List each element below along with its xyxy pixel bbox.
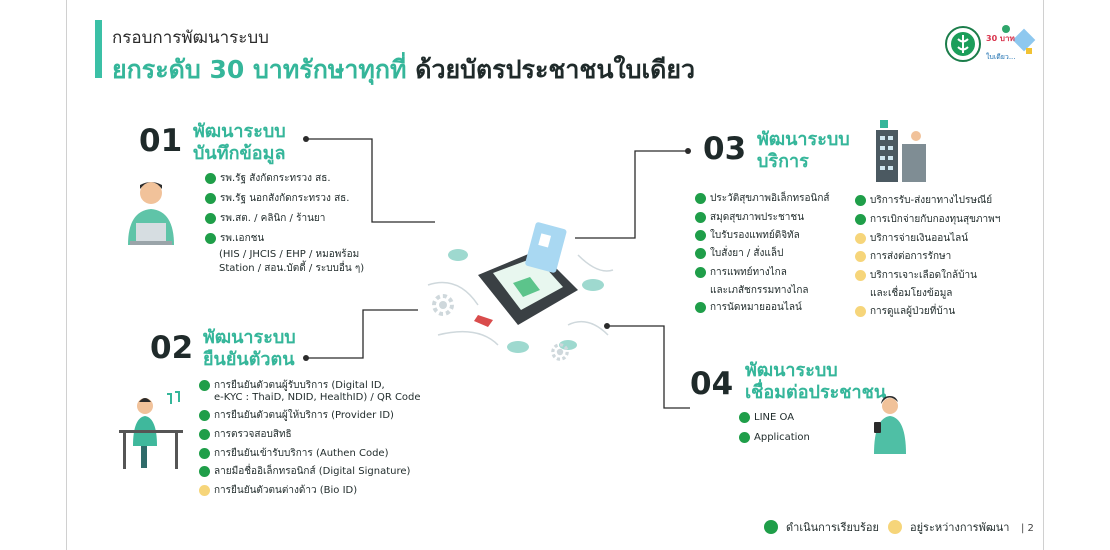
status-done-dot: [695, 193, 706, 204]
status-progress-dot: [855, 251, 866, 262]
page-subtitle: กรอบการพัฒนาระบบ: [112, 28, 269, 48]
page-title-rest: ด้วยบัตรประชาชนใบเดียว: [406, 55, 696, 84]
section-03-title-line2: บริการ: [757, 151, 809, 172]
connector-03: [575, 150, 688, 239]
status-done-dot: [205, 173, 216, 184]
status-progress-dot: [199, 485, 210, 496]
page-title: ยกระดับ 30 บาทรักษาทุกที่ ด้วยบัตรประชาช…: [112, 50, 695, 90]
gear-icon: [428, 290, 458, 324]
status-done-dot: [199, 380, 210, 391]
list-item: บริการจ่ายเงินออนไลน์: [855, 231, 968, 246]
section-04-number: 04: [690, 366, 734, 402]
status-done-dot: [205, 233, 216, 244]
status-done-dot: [205, 213, 216, 224]
list-item: และเชื่อมโยงข้อมูล: [870, 288, 953, 299]
list-item: การยืนยันตัวตนต่างด้าว (Bio ID): [199, 483, 357, 498]
list-item: สมุดสุขภาพประชาชน: [695, 210, 804, 225]
connector-01: [306, 138, 435, 223]
list-item: ใบสั่งยา / สั่งแล็ป: [695, 246, 783, 261]
list-item: บริการรับ-ส่งยาทางไปรษณีย์: [855, 193, 992, 208]
section-03-number: 03: [703, 131, 747, 167]
connector-04b: [607, 325, 665, 350]
section-02-number: 02: [150, 330, 194, 366]
section-04-title-line1: พัฒนาระบบ: [745, 360, 838, 381]
list-item: การดูแลผู้ป่วยที่บ้าน: [855, 304, 955, 319]
list-item: การยืนยันตัวตนผู้ให้บริการ (Provider ID): [199, 408, 394, 423]
section-01-note-line1: (HIS / JHCIS / EHP / หมอพร้อม: [219, 249, 360, 260]
person-phone-icon: [866, 392, 912, 458]
list-item: การแพทย์ทางไกล: [695, 265, 787, 280]
slide-left-edge: [66, 0, 67, 550]
status-done-dot: [199, 466, 210, 477]
ministry-logo-icon: [945, 26, 981, 66]
list-item: การยืนยันตัวตนผู้รับบริการ (Digital ID,: [199, 378, 385, 393]
title-accent-bar: [95, 20, 102, 78]
legend-progress: อยู่ระหว่างการพัฒนา: [888, 518, 1009, 536]
page-number: | 2: [1021, 523, 1034, 534]
section-01-note: (HIS / JHCIS / EHP / หมอพร้อม Station / …: [219, 248, 364, 276]
list-item: การส่งต่อการรักษา: [855, 249, 951, 264]
section-02-title: พัฒนาระบบ ยืนยันตัวตน: [203, 327, 296, 371]
list-item: การเบิกจ่ายกับกองทุนสุขภาพฯ: [855, 212, 1000, 227]
section-02-title-line2: ยืนยันตัวตน: [203, 349, 295, 370]
status-done-dot: [199, 410, 210, 421]
status-done-dot: [855, 214, 866, 225]
list-item: การตรวจสอบสิทธิ: [199, 427, 292, 442]
section-03-title-line1: พัฒนาระบบ: [757, 129, 850, 150]
status-done-dot: [739, 412, 750, 423]
section-04-title-line2: เชื่อมต่อประชาชน: [745, 382, 887, 403]
status-done-dot: [199, 448, 210, 459]
section-02-title-line1: พัฒนาระบบ: [203, 327, 296, 348]
section-01-number: 01: [139, 123, 183, 159]
list-item: รพ.รัฐ สังกัดกระทรวง สธ.: [205, 171, 331, 186]
status-done-dot: [695, 212, 706, 223]
person-laptop-icon: [120, 175, 182, 251]
list-item: LINE OA: [739, 412, 794, 423]
section-01-title-line1: พัฒนาระบบ: [193, 121, 286, 142]
person-desk-icon: [115, 390, 187, 476]
list-item: การนัดหมายออนไลน์: [695, 300, 802, 315]
status-done-dot: [695, 230, 706, 241]
section-01-title-line2: บันทึกข้อมูล: [193, 143, 286, 164]
status-done-dot: [695, 248, 706, 259]
status-progress-dot: [855, 270, 866, 281]
page-title-highlight: ยกระดับ 30 บาทรักษาทุกที่: [112, 55, 407, 84]
status-done-dot: [695, 267, 706, 278]
legend-done-dot: [764, 520, 778, 534]
status-done-dot: [199, 429, 210, 440]
list-item: รพ.สต. / คลินิก / ร้านยา: [205, 211, 325, 226]
list-item: การยืนยันเข้ารับบริการ (Authen Code): [199, 446, 388, 461]
status-progress-dot: [855, 233, 866, 244]
section-01-title: พัฒนาระบบ บันทึกข้อมูล: [193, 121, 286, 165]
section-03-title: พัฒนาระบบ บริการ: [757, 129, 850, 173]
status-done-dot: [739, 432, 750, 443]
status-done-dot: [695, 302, 706, 313]
legend-done: ดำเนินการเรียบร้อย: [764, 518, 879, 536]
campaign-logo-text-a: 30 บาท: [986, 34, 1015, 43]
list-item: ประวัติสุขภาพอิเล็กทรอนิกส์: [695, 191, 830, 206]
list-item: e-KYC : ThaiD, NDID, HealthID) / QR Code: [214, 392, 421, 403]
section-01-note-line2: Station / สอน.บัตดี้ / ระบบอื่น ๆ): [219, 263, 365, 274]
connector-02: [306, 309, 418, 359]
section-04-title: พัฒนาระบบ เชื่อมต่อประชาชน: [745, 360, 886, 404]
hospital-building-icon: [872, 116, 932, 188]
list-item: รพ.รัฐ นอกสังกัดกระทรวง สธ.: [205, 191, 349, 206]
slide-right-edge: [1043, 0, 1044, 550]
status-done-dot: [855, 195, 866, 206]
card-reader-icon: [418, 215, 618, 365]
list-item: ใบรับรองแพทย์ดิจิทัล: [695, 228, 800, 243]
list-item: ลายมือชื่ออิเล็กทรอนิกส์ (Digital Signat…: [199, 464, 410, 479]
campaign-logo-text-b: ใบเดียว...: [986, 53, 1016, 61]
legend-progress-dot: [888, 520, 902, 534]
status-done-dot: [205, 193, 216, 204]
list-item: รพ.เอกชน: [205, 231, 264, 246]
campaign-logo-icon: 30 บาท ใบเดียว...: [986, 22, 1036, 64]
list-item: บริการเจาะเลือดใกล้บ้าน: [855, 268, 977, 283]
connector-04: [663, 350, 690, 409]
gear-icon: [548, 340, 572, 368]
list-item: และเภสัชกรรมทางไกล: [710, 285, 809, 296]
list-item: Application: [739, 432, 810, 443]
status-progress-dot: [855, 306, 866, 317]
